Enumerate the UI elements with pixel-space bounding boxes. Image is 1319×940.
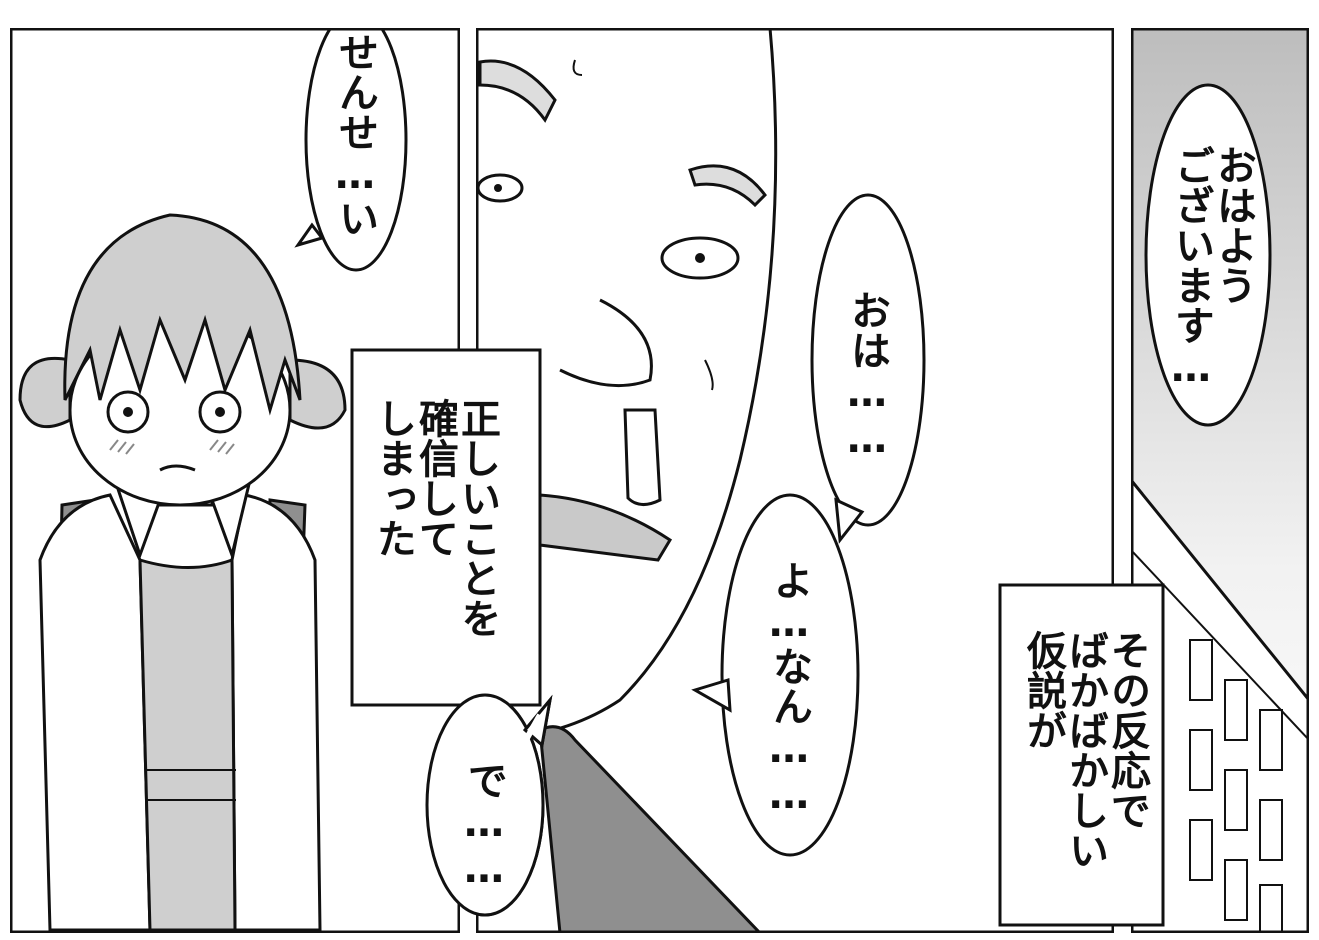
mouth: [159, 464, 196, 472]
hair: [63, 213, 302, 416]
pigtail-right: [288, 358, 347, 430]
narration-box-right: [998, 583, 1165, 927]
speech-bubble-sensei: [304, 28, 408, 272]
dialogue-sensei: せんせ…い: [332, 32, 378, 238]
dialogue-ohayou: おはよう ございます…: [1168, 145, 1256, 391]
shirt: [138, 557, 237, 932]
pigtail-left: [18, 356, 72, 429]
narration-text-right: その反応で ばかばかしい 仮説が: [1020, 630, 1150, 870]
dialogue-de: で……: [461, 760, 507, 892]
teacher-mouth: [538, 493, 673, 562]
speech-bubble-ohayou: [1144, 83, 1272, 427]
dialogue-oha: おは……: [844, 290, 890, 462]
dialogue-yonan: よ…なん……: [766, 560, 812, 818]
panel-teacher: [476, 28, 1114, 933]
narration-text-center: 正しいことを 確信して しまった: [370, 398, 500, 638]
sweat-drop: [623, 408, 662, 506]
speech-bubble-yonan: [720, 493, 860, 857]
speech-bubble-oha: [810, 193, 926, 527]
jacket: [38, 493, 152, 932]
